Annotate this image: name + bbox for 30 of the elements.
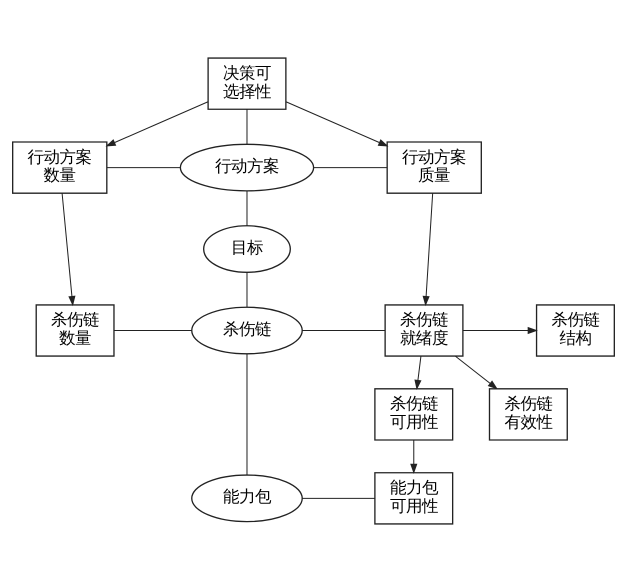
node-box: 杀伤链有效性 bbox=[488, 388, 568, 441]
arrow bbox=[455, 356, 498, 390]
node-box: 杀伤链数量 bbox=[36, 304, 115, 357]
arrow bbox=[286, 101, 388, 147]
arrow bbox=[410, 440, 418, 474]
connector bbox=[106, 167, 180, 168]
connector bbox=[246, 191, 248, 226]
node-box: 杀伤链可用性 bbox=[374, 388, 454, 441]
node-ellipse: 能力包 bbox=[191, 474, 303, 522]
connector bbox=[246, 354, 248, 476]
arrow bbox=[414, 356, 422, 390]
node-ellipse: 杀伤链 bbox=[191, 306, 303, 354]
arrow bbox=[463, 326, 538, 334]
node-box: 杀伤链就绪度 bbox=[384, 304, 464, 357]
connector bbox=[114, 330, 192, 332]
node-box: 行动方案质量 bbox=[386, 141, 482, 194]
node-box: 能力包可用性 bbox=[374, 472, 454, 525]
arrow bbox=[62, 193, 76, 306]
node-ellipse: 目标 bbox=[203, 225, 291, 273]
connector bbox=[246, 272, 248, 308]
arrow bbox=[105, 101, 208, 147]
arrow bbox=[422, 193, 434, 306]
connector bbox=[246, 109, 248, 144]
connector bbox=[314, 167, 387, 168]
node-box: 行动方案数量 bbox=[12, 141, 108, 194]
connector bbox=[302, 330, 386, 332]
node-box: 决策可选择性 bbox=[207, 57, 287, 110]
node-ellipse: 行动方案 bbox=[180, 144, 314, 192]
connector bbox=[302, 498, 374, 499]
node-box: 杀伤链结构 bbox=[536, 304, 615, 357]
